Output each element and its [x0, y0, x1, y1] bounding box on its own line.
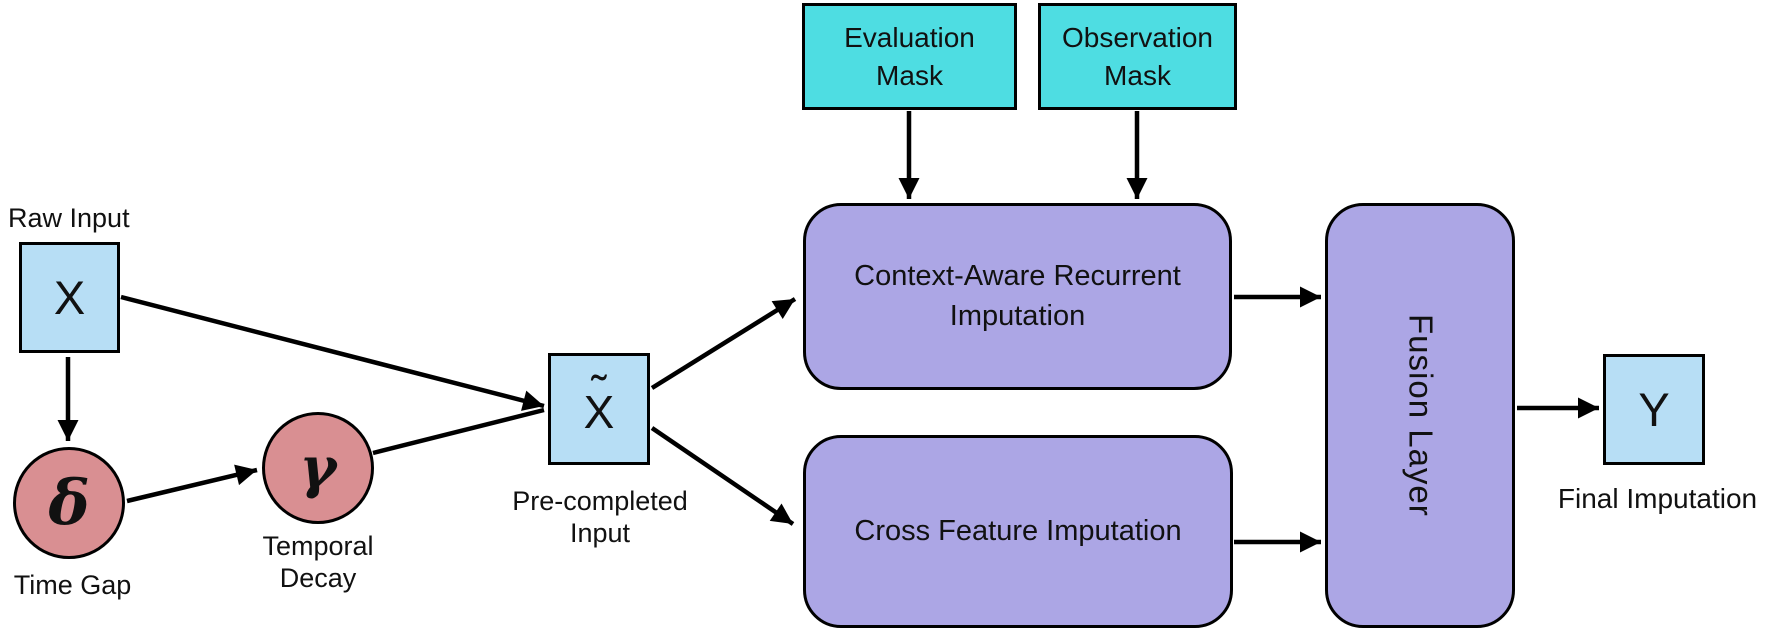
cross-feature-imputation-box: Cross Feature Imputation	[803, 435, 1233, 628]
raw-input-label: Raw Input	[8, 203, 130, 233]
context-aware-recurrent-imputation-box: Context-Aware Recurrent Imputation	[803, 203, 1232, 390]
final-imputation-symbol: Y	[1638, 383, 1670, 436]
context-aware-recurrent-imputation-label: Context-Aware Recurrent Imputation	[854, 260, 1181, 332]
observation-mask-box: Observation Mask	[1038, 3, 1237, 110]
arrow-delta-to-gamma	[126, 464, 258, 504]
cross-feature-imputation-label: Cross Feature Imputation	[854, 514, 1182, 547]
pre-completed-input-box: ˜ X	[548, 353, 650, 465]
final-imputation-box: Y	[1603, 354, 1705, 465]
evaluation-mask-box: Evaluation Mask	[802, 3, 1017, 110]
fusion-layer-box: Fusion Layer	[1325, 203, 1515, 628]
arrow-x-to-xtilde	[120, 294, 545, 411]
gamma-symbol: γ	[299, 435, 337, 501]
delta-symbol: δ	[48, 466, 90, 539]
raw-input-box: X	[19, 242, 120, 353]
arrow-xtilde-to-crossfeature	[650, 426, 795, 526]
arrow-gamma-to-xtilde	[372, 407, 545, 456]
time-gap-label: Time Gap	[13, 570, 132, 600]
temporal-decay-label: Temporal Decay	[262, 531, 374, 593]
temporal-decay-circle: γ	[262, 412, 374, 524]
observation-mask-label: Observation Mask	[1062, 21, 1213, 91]
pre-completed-input-label: Pre-completed Input	[512, 486, 688, 548]
time-gap-circle: δ	[13, 447, 125, 559]
fusion-layer-label: Fusion Layer	[1402, 314, 1440, 517]
x-tilde-symbol: ˜ X	[583, 366, 615, 438]
evaluation-mask-label: Evaluation Mask	[844, 21, 975, 91]
raw-input-symbol: X	[53, 271, 86, 324]
final-imputation-label: Final Imputation	[1557, 483, 1758, 514]
arrow-xtilde-to-context	[650, 297, 797, 390]
